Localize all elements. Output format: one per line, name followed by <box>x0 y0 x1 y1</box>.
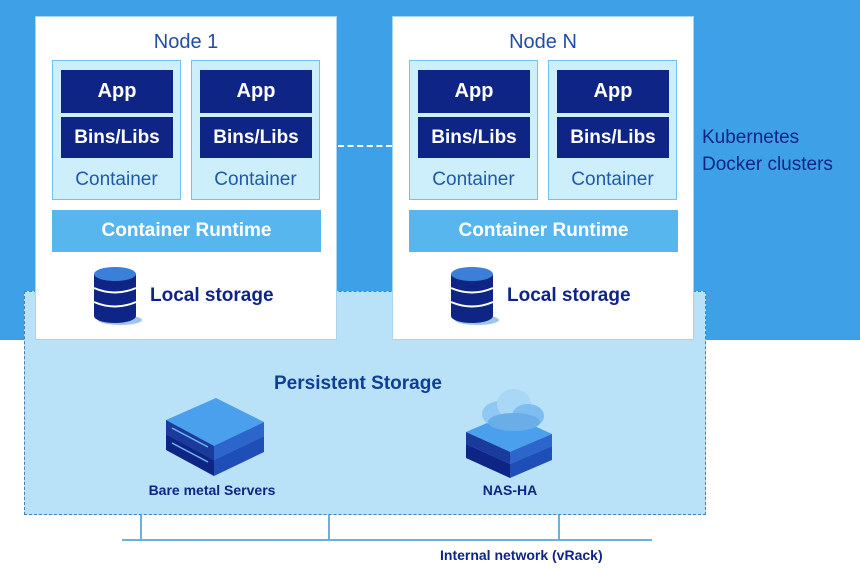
bins-libs-block: Bins/Libs <box>557 117 669 158</box>
nas-ha-label: NAS-HA <box>482 482 538 498</box>
container-label: Container <box>214 169 297 190</box>
cluster-label-line1: Kubernetes <box>702 127 800 148</box>
node-title: Node N <box>509 31 577 53</box>
container-box: App Bins/Libs Container <box>52 60 181 200</box>
container-box: App Bins/Libs Container <box>191 60 320 200</box>
nas-cloud-icon <box>466 389 552 478</box>
node-title: Node 1 <box>153 31 219 53</box>
bins-libs-block: Bins/Libs <box>418 117 530 158</box>
cluster-label: Kubernetes Docker clusters <box>702 124 833 178</box>
container-label: Container <box>432 169 515 190</box>
bins-libs-block: Bins/Libs <box>200 117 312 158</box>
app-block: App <box>418 70 530 113</box>
app-block: App <box>200 70 312 113</box>
network-drop-line <box>558 515 560 540</box>
node-1: Node 1 App Bins/Libs Container App Bins/… <box>35 16 337 340</box>
database-icon <box>450 267 499 325</box>
container-label: Container <box>571 169 654 190</box>
app-block: App <box>61 70 173 113</box>
container-box: App Bins/Libs Container <box>548 60 677 200</box>
container-runtime-bar: Container Runtime <box>52 210 321 252</box>
bare-metal-label: Bare metal Servers <box>148 482 276 498</box>
cluster-label-line2: Docker clusters <box>702 154 833 175</box>
network-drop-line <box>328 515 330 540</box>
internal-network-label: Internal network (vRack) <box>440 547 603 563</box>
app-block: App <box>557 70 669 113</box>
node-n: Node N App Bins/Libs Container App Bins/… <box>392 16 694 340</box>
bins-libs-block: Bins/Libs <box>61 117 173 158</box>
local-storage-label: Local storage <box>507 285 631 306</box>
container-label: Container <box>75 169 158 190</box>
persistent-storage-title: Persistent Storage <box>274 373 442 394</box>
network-bus-line <box>122 539 652 541</box>
database-icon <box>93 267 142 325</box>
container-runtime-bar: Container Runtime <box>409 210 678 252</box>
local-storage-label: Local storage <box>150 285 274 306</box>
node-connector <box>338 145 392 147</box>
server-icon <box>166 398 264 476</box>
container-box: App Bins/Libs Container <box>409 60 538 200</box>
network-drop-line <box>140 515 142 540</box>
